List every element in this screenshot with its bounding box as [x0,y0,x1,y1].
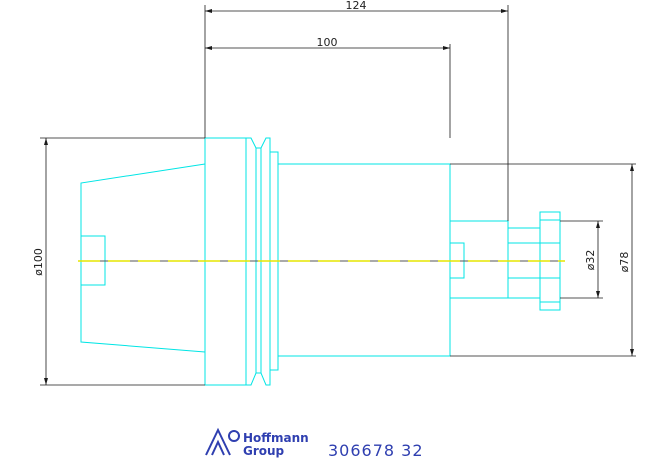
dim-d32-label: ø32 [584,250,597,271]
arrow-d78-top [630,164,634,171]
dim-d78-label: ø78 [618,252,631,273]
arrow-100-right [443,46,450,50]
collet-taper [80,163,206,353]
arrow-d32-bottom [596,291,600,298]
logo-mark-icon [205,427,240,456]
stub-step [450,220,509,299]
dim-100-label: 100 [317,36,338,49]
brand-line1: Hoffmann [243,431,309,445]
dim-124-label: 124 [346,0,367,12]
arrow-d32-top [596,221,600,228]
arrow-d78-bottom [630,349,634,356]
arrow-100-left [205,46,212,50]
dimension-lines [40,5,636,386]
arrowheads [44,9,634,385]
dim-d100-label: ø100 [32,248,45,276]
arrow-124-right [501,9,508,13]
shank-body [277,163,451,357]
hoffmann-logo: Hoffmann Group [205,427,309,458]
part-number: 306678 32 [328,441,424,460]
arrow-124-left [205,9,212,13]
arrow-d100-top [44,138,48,145]
brand-line2: Group [243,444,285,458]
arrow-d100-bottom [44,378,48,385]
